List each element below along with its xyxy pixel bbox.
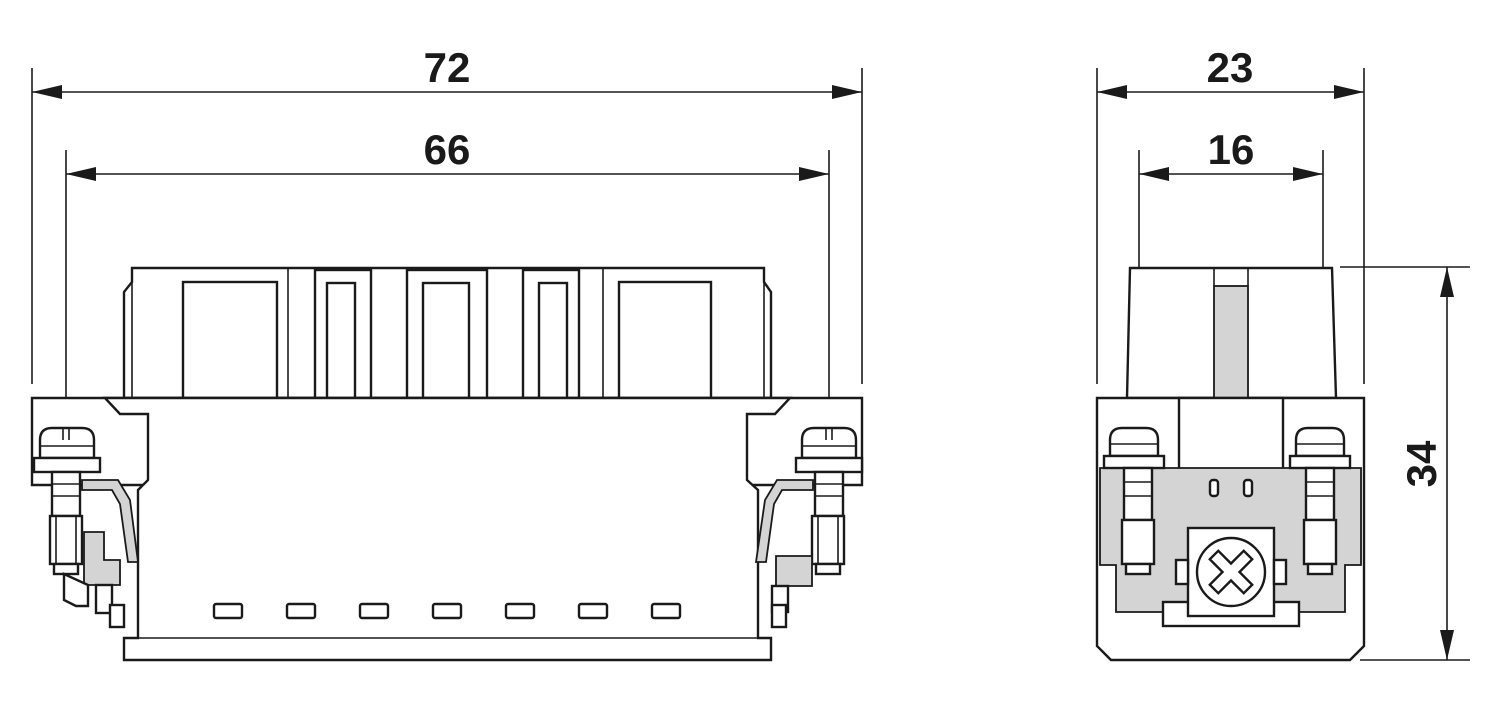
contact-hole: [212, 602, 244, 620]
insert-body: [102, 396, 793, 662]
contact-slot: [325, 281, 357, 400]
dimension-label-72: 72: [424, 44, 471, 91]
contact-hole: [577, 602, 609, 620]
contact-slot: [421, 281, 471, 400]
washer: [794, 456, 864, 474]
dimension-23: 23: [1096, 44, 1365, 384]
dimension-66: 66: [65, 126, 830, 440]
screw-shaft: [1122, 466, 1154, 522]
screw-head: [38, 426, 96, 460]
screw-sleeve: [810, 514, 846, 566]
screw-sleeve: [48, 514, 84, 566]
clamp-block: [83, 531, 121, 586]
right-screw-assembly: [754, 426, 864, 629]
screw-shaft: [1304, 466, 1336, 522]
screw-head: [800, 426, 858, 460]
clamp-block: [775, 555, 813, 587]
dimension-label-34: 34: [1398, 440, 1445, 487]
screw-head: [1294, 426, 1346, 458]
dimension-label-66: 66: [424, 126, 471, 173]
contact-hole: [285, 602, 317, 620]
washer: [32, 456, 102, 474]
dimension-72: 72: [31, 44, 863, 384]
side-top-housing: [1125, 266, 1338, 400]
side-left-screw: [1102, 426, 1166, 576]
screw-shaft: [50, 470, 82, 518]
left-screw-assembly: [32, 426, 140, 629]
front-view: 72 66: [30, 44, 864, 662]
contact-hole: [431, 602, 463, 620]
dimension-label-16: 16: [1208, 126, 1255, 173]
side-view: 23 16 34: [1095, 44, 1470, 662]
side-slot: [1213, 285, 1249, 399]
top-housing: [122, 266, 773, 400]
screw-shaft: [813, 470, 845, 518]
contact-window: [181, 280, 279, 400]
spring-clip: [81, 479, 140, 563]
spring-clip: [754, 479, 814, 563]
dimension-label-23: 23: [1207, 44, 1254, 91]
side-right-screw: [1288, 426, 1352, 576]
pe-terminal: [1174, 526, 1288, 618]
contact-hole: [650, 602, 682, 620]
dimension-34: 34: [1340, 266, 1470, 661]
contact-hole: [358, 602, 390, 620]
contact-window: [617, 280, 713, 400]
screw-head: [1108, 426, 1160, 458]
contact-slot: [537, 281, 569, 400]
contact-hole: [504, 602, 536, 620]
contact-holes: [212, 602, 682, 620]
